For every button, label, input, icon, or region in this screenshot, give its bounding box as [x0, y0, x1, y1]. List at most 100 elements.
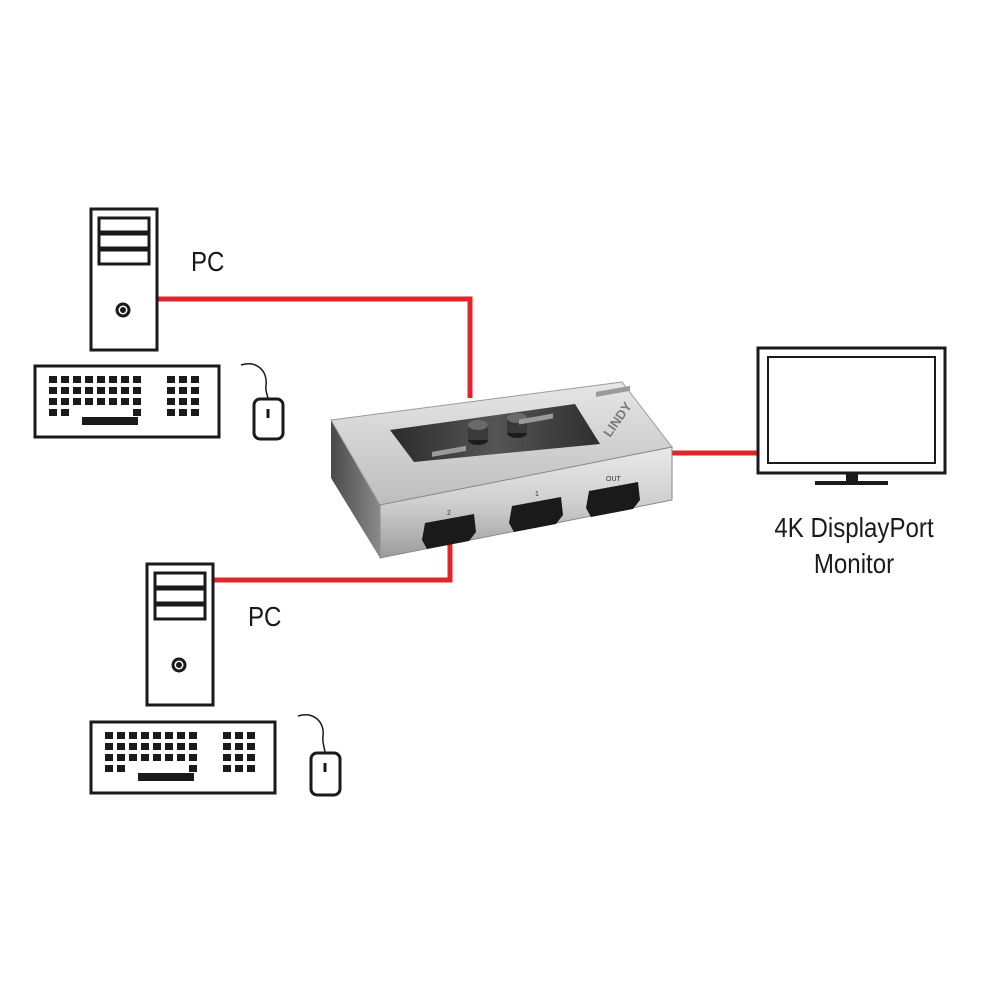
pc-top-label: PC	[191, 246, 225, 277]
keyboard-key	[85, 398, 93, 405]
keyboard-key	[191, 409, 199, 416]
cable-pc2-to-switch	[212, 540, 453, 583]
keyboard-key	[247, 743, 255, 750]
monitor	[756, 346, 947, 485]
keyboard-key	[49, 409, 57, 416]
keyboard-key	[105, 765, 113, 772]
keyboard-key	[85, 376, 93, 383]
keyboard-key	[133, 398, 141, 405]
keyboard-key	[141, 732, 149, 739]
keyboard-key	[121, 376, 129, 383]
keyboard-key	[191, 376, 199, 383]
keyboard-key	[223, 765, 231, 772]
keyboard-key	[121, 387, 129, 394]
keyboard-bottom-icon	[89, 720, 277, 795]
keyboard-key	[247, 754, 255, 761]
switch-button-1-icon[interactable]	[468, 420, 488, 445]
port-out: OUT	[586, 385, 640, 517]
port-out-label: OUT	[606, 476, 622, 483]
keyboard-key	[167, 387, 175, 394]
keyboard-key	[109, 376, 117, 383]
keyboard-key	[191, 387, 199, 394]
port-2: 2	[422, 445, 476, 549]
keyboard-key	[167, 409, 175, 416]
keyboard-key	[61, 376, 69, 383]
keyboard-key	[165, 743, 173, 750]
keyboard-key	[179, 376, 187, 383]
keyboard-key	[141, 754, 149, 761]
keyboard-key	[177, 754, 185, 761]
keyboard-key	[165, 754, 173, 761]
keyboard-key	[97, 387, 105, 394]
keyboard-key	[179, 398, 187, 405]
keyboard-key	[61, 409, 69, 416]
displayport-switch: LINDY 2 1 OUT	[330, 381, 673, 559]
switch-button-2-icon[interactable]	[507, 413, 527, 438]
keyboard-key	[177, 743, 185, 750]
switch-left-side	[331, 420, 380, 558]
mouse-bottom-icon	[297, 714, 342, 797]
keyboard-key	[223, 732, 231, 739]
keyboard-key	[153, 732, 161, 739]
keyboard-key	[129, 732, 137, 739]
keyboard-key	[167, 376, 175, 383]
keyboard-key	[177, 732, 185, 739]
keyboard-key	[189, 754, 197, 761]
port-1: 1	[509, 413, 563, 532]
monitor-label-line1: 4K DisplayPort	[774, 512, 934, 543]
keyboard-key	[49, 387, 57, 394]
keyboard-key	[223, 743, 231, 750]
keyboard-key	[117, 732, 125, 739]
keyboard-key	[179, 387, 187, 394]
cable-pc1-to-switch	[158, 296, 473, 398]
keyboard-key	[49, 376, 57, 383]
monitor-label-line2: Monitor	[813, 548, 895, 579]
keyboard-key	[61, 387, 69, 394]
keyboard-top-icon	[33, 364, 221, 439]
keyboard-key	[133, 376, 141, 383]
keyboard-key	[73, 376, 81, 383]
keyboard-key	[235, 743, 243, 750]
monitor-base-icon	[815, 481, 888, 485]
keyboard-key	[61, 398, 69, 405]
pc-tower-bottom-icon	[145, 562, 215, 707]
keyboard-key	[141, 743, 149, 750]
keyboard-key	[105, 743, 113, 750]
keyboard-key	[109, 398, 117, 405]
keyboard-key	[191, 398, 199, 405]
pc-bottom-label: PC	[248, 601, 282, 632]
keyboard-key	[105, 754, 113, 761]
keyboard-key	[105, 732, 113, 739]
keyboard-key	[153, 743, 161, 750]
keyboard-key	[235, 765, 243, 772]
keyboard-key	[109, 387, 117, 394]
keyboard-key	[165, 732, 173, 739]
keyboard-key	[73, 387, 81, 394]
keyboard-key	[179, 409, 187, 416]
keyboard-key	[117, 754, 125, 761]
keyboard-key	[129, 743, 137, 750]
keyboard-key	[133, 409, 141, 416]
keyboard-key	[235, 732, 243, 739]
port-1-label: 1	[535, 491, 539, 498]
keyboard-key	[189, 743, 197, 750]
keyboard-key	[167, 398, 175, 405]
port-2-label: 2	[447, 510, 451, 517]
keyboard-key	[49, 398, 57, 405]
pc-top	[33, 207, 285, 441]
keyboard-key	[133, 387, 141, 394]
mouse-top-icon	[240, 363, 285, 441]
monitor-neck-icon	[846, 473, 858, 482]
keyboard-key	[97, 376, 105, 383]
keyboard-key	[117, 743, 125, 750]
keyboard-key	[85, 387, 93, 394]
monitor-label: 4K DisplayPort Monitor	[763, 510, 945, 582]
keyboard-key	[129, 754, 137, 761]
keyboard-key	[73, 398, 81, 405]
keyboard-key	[153, 754, 161, 761]
pc-tower-top-icon	[89, 207, 159, 352]
keyboard-key	[235, 754, 243, 761]
keyboard-key	[97, 398, 105, 405]
keyboard-key	[117, 765, 125, 772]
